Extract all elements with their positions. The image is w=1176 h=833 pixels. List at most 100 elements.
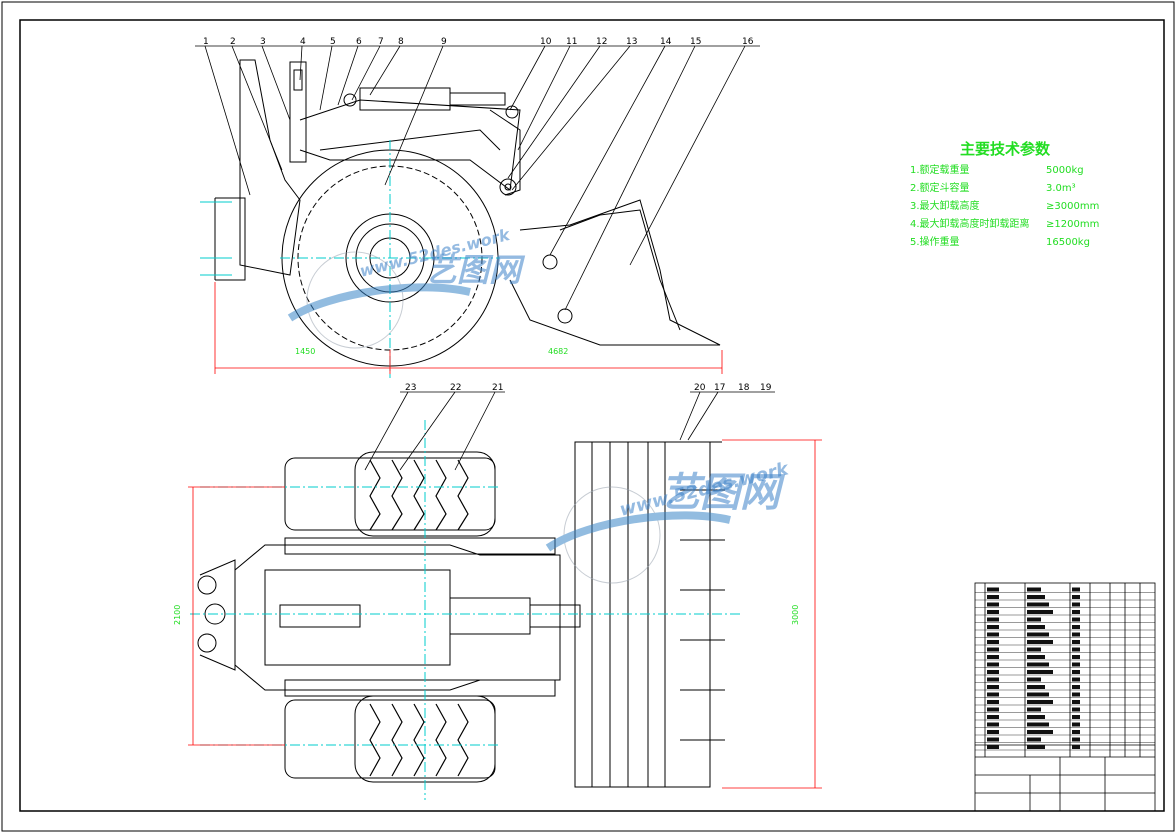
callout-leaders-side xyxy=(195,45,760,311)
bom-cell-mark xyxy=(987,602,999,607)
watermark-globe-top xyxy=(287,251,471,349)
bom-cell-mark xyxy=(1027,677,1041,682)
bom-cell-mark xyxy=(987,610,999,614)
spec-item-value: ≥3000mm xyxy=(1046,201,1100,212)
bom-cell-mark xyxy=(1072,715,1080,719)
dim-bucket-width: 3000 xyxy=(791,605,800,625)
bom-cell-mark xyxy=(987,685,999,689)
bom-cell-mark xyxy=(1027,722,1049,727)
bom-cell-mark xyxy=(1072,617,1080,622)
bom-cell-mark xyxy=(1072,640,1080,644)
callout-16: 16 xyxy=(742,37,754,47)
callout-20: 20 xyxy=(694,383,706,393)
bom-cell-mark xyxy=(987,617,999,622)
bom-cell-mark xyxy=(1027,745,1045,749)
callout-23: 23 xyxy=(405,383,416,393)
callout-labels-plan: 23 22 21 20 17 18 19 xyxy=(405,383,772,393)
bom-cell-mark xyxy=(1027,715,1045,719)
bom-cell-mark xyxy=(1027,632,1049,637)
callout-15: 15 xyxy=(690,37,701,47)
bom-cell-mark xyxy=(1027,670,1053,674)
spec-title: 主要技术参数 xyxy=(960,140,1051,158)
bom-cell-mark xyxy=(1027,737,1041,742)
callout-4: 4 xyxy=(300,37,306,47)
bom-cell-mark xyxy=(1027,640,1053,644)
callout-8: 8 xyxy=(398,37,404,47)
bom-cell-mark xyxy=(1027,625,1045,629)
bom-cell-mark xyxy=(1072,632,1080,637)
callout-22: 22 xyxy=(450,383,461,393)
bom-cell-mark xyxy=(1072,700,1080,704)
tilt-cylinder-rear xyxy=(289,61,307,163)
spec-item-name: 5.操作重量 xyxy=(910,237,960,248)
bom-cell-mark xyxy=(987,737,999,742)
bom-cell-mark xyxy=(1072,610,1080,614)
callout-2: 2 xyxy=(230,37,236,47)
callout-21: 21 xyxy=(492,383,503,393)
bom-cell-mark xyxy=(987,632,999,637)
bom-cell-mark xyxy=(987,692,999,697)
bom-cell-mark xyxy=(987,677,999,682)
bom-cell-mark xyxy=(987,662,999,667)
bom-cell-mark xyxy=(987,670,999,674)
boom-arm xyxy=(299,99,521,191)
bom-cell-mark xyxy=(987,655,999,659)
bom-cell-mark xyxy=(1027,700,1053,704)
plan-chassis xyxy=(234,544,561,691)
bucket-teeth xyxy=(670,441,725,741)
side-dimensions xyxy=(214,282,723,374)
spec-item-value: 3.0m³ xyxy=(1046,183,1076,194)
bom-cell-mark xyxy=(1027,662,1049,667)
bom-cell-mark xyxy=(1072,730,1080,734)
bom-cell-mark xyxy=(1072,595,1080,599)
bom-cell-mark xyxy=(1072,670,1080,674)
bom-cell-mark xyxy=(987,595,999,599)
callout-18: 18 xyxy=(738,383,750,393)
rear-frame xyxy=(239,59,301,276)
bom-cell-mark xyxy=(987,745,999,749)
callout-labels-side: 1 2 3 4 5 6 7 8 9 10 11 12 13 14 15 16 xyxy=(203,37,754,47)
bom-cell-mark xyxy=(1072,737,1080,742)
bom-cell-mark xyxy=(1072,587,1080,592)
bom-cell-mark xyxy=(987,587,999,592)
bom-cell-mark xyxy=(1072,707,1080,712)
callout-19: 19 xyxy=(760,383,772,393)
bom-cell-mark xyxy=(1072,685,1080,689)
callout-12: 12 xyxy=(596,37,607,47)
bom-cell-mark xyxy=(1072,692,1080,697)
side-view xyxy=(200,59,721,378)
callout-13: 13 xyxy=(626,37,637,47)
title-block xyxy=(974,582,1156,812)
bom-cell-mark xyxy=(1027,655,1045,659)
bom-cell-mark xyxy=(1072,677,1080,682)
bom-cell-mark xyxy=(1072,647,1080,652)
bom-cell-mark xyxy=(1027,610,1053,614)
callout-7: 7 xyxy=(378,37,384,47)
bom-cell-mark xyxy=(1027,587,1041,592)
spec-item-value: 5000kg xyxy=(1046,165,1084,176)
bom-cell-mark xyxy=(987,722,999,727)
spec-item-value: 16500kg xyxy=(1046,237,1090,248)
bom-cell-mark xyxy=(987,647,999,652)
spec-item-name: 2.额定斗容量 xyxy=(910,183,970,194)
spec-item-name: 1.额定载重量 xyxy=(910,165,970,176)
watermark-logo-top: 艺图网 xyxy=(425,251,522,289)
bom-cell-mark xyxy=(1027,617,1041,622)
plan-dimensions xyxy=(188,439,822,789)
bom-cell-mark xyxy=(987,730,999,734)
callout-11: 11 xyxy=(566,37,577,47)
bom-cell-mark xyxy=(1072,745,1080,749)
bucket xyxy=(509,199,721,346)
callout-10: 10 xyxy=(540,37,552,47)
plan-view xyxy=(190,420,740,800)
dim-side-left: 1450 xyxy=(295,347,315,356)
bom-cell-mark xyxy=(1072,602,1080,607)
bom-cell-mark xyxy=(987,715,999,719)
callout-14: 14 xyxy=(660,37,672,47)
sheet-inner-border xyxy=(19,19,1165,812)
bom-rows xyxy=(975,587,1155,751)
bom-cell-mark xyxy=(987,707,999,712)
callout-3: 3 xyxy=(260,37,266,47)
watermark-logo-mid: 艺图网 xyxy=(660,470,780,516)
